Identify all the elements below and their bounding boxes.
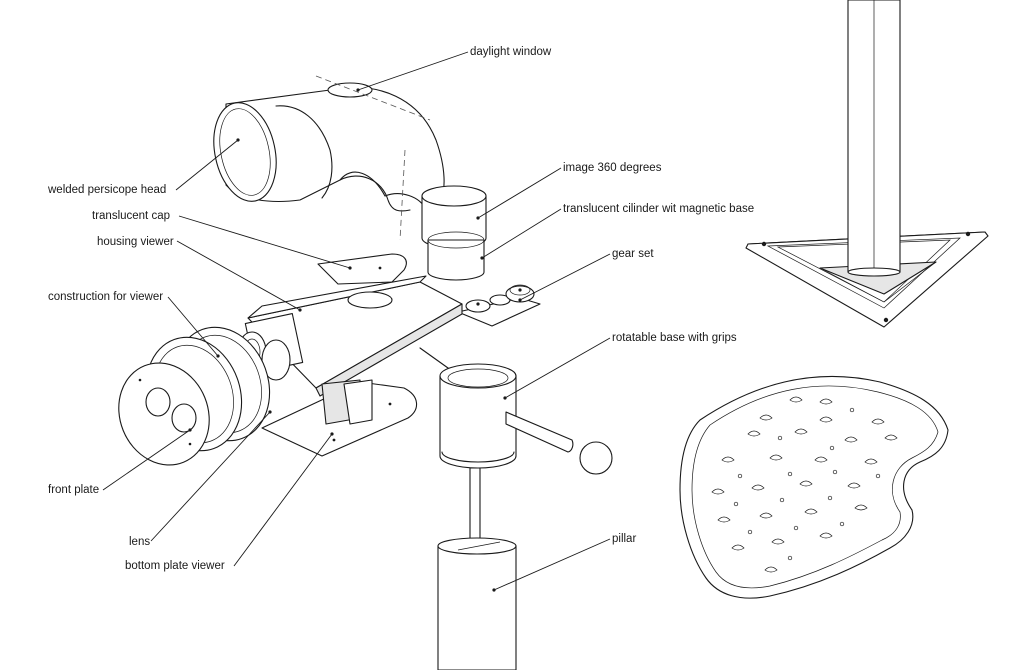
label-bottom-plate-viewer: bottom plate viewer: [125, 560, 225, 572]
pillar-with-base-plate: [745, 0, 989, 328]
label-daylight-window: daylight window: [470, 46, 552, 58]
label-pillar: pillar: [612, 533, 637, 545]
label-rotatable-base: rotatable base with grips: [612, 332, 737, 344]
leader-lines: [102, 51, 611, 592]
label-translucent-cap: translucent cap: [92, 210, 170, 222]
periscope-head: [213, 75, 445, 241]
gear-set: [457, 284, 541, 327]
label-image-360-degrees: image 360 degrees: [563, 162, 662, 174]
housing-viewer: [237, 275, 463, 397]
label-translucent-cylinder: translucent cilinder wit magnetic base: [563, 203, 755, 215]
label-housing-viewer: housing viewer: [97, 236, 174, 248]
rotatable-base: [419, 347, 613, 541]
front-plate: [118, 362, 210, 466]
bottom-plate-viewer: [261, 379, 418, 457]
label-lens: lens: [129, 536, 151, 548]
pillar: [437, 537, 517, 670]
label-gear-set: gear set: [612, 248, 654, 260]
seat-plate-with-grips: [679, 375, 949, 599]
translucent-cap: [317, 253, 407, 285]
translucent-cylinder: [421, 185, 487, 281]
label-front-plate: front plate: [48, 484, 100, 496]
seat-grip-holes: [711, 396, 898, 573]
label-welded-periscope-head: welded persicope head: [48, 184, 167, 196]
label-construction-for-viewer: construction for viewer: [48, 291, 164, 303]
